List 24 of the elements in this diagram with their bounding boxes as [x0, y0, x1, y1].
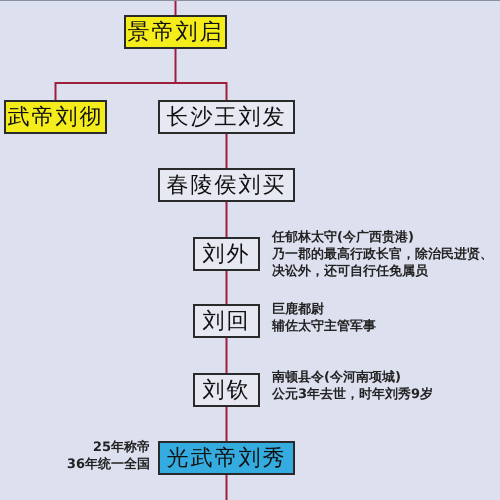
name-box: 武帝刘彻 [4, 100, 107, 134]
connector-line [226, 271, 228, 304]
connector-line [226, 338, 228, 373]
note-text: 36年统一全国 [66, 456, 150, 473]
connector-line [226, 475, 228, 500]
name-box: 春陵侯刘买 [158, 168, 295, 202]
note-text: 公元3年去世，时年刘秀9岁 [272, 386, 434, 403]
note-text: 辅佐太守主管军事 [272, 318, 377, 335]
note-text: 任郁林太守(今广西贵港) [272, 229, 415, 246]
connector-line [226, 134, 228, 168]
name-box: 刘钦 [193, 373, 260, 407]
connector-line [226, 407, 228, 441]
connector-line [174, 49, 228, 100]
note-text: 巨鹿都尉 [272, 301, 325, 318]
name-box: 景帝刘启 [124, 15, 227, 49]
connector-line [174, 1, 176, 15]
name-box: 刘回 [193, 304, 260, 338]
connector-line [226, 202, 228, 237]
note-text: 南顿县令(今河南项城) [272, 369, 402, 386]
note-text: 25年称帝 [92, 439, 150, 456]
name-box: 长沙王刘发 [158, 100, 295, 134]
name-box: 刘外 [193, 237, 260, 271]
note-text: 乃一郡的最高行政长官，除治民进贤、决讼外，还可自行任免属员 [272, 246, 494, 280]
name-box: 光武帝刘秀 [158, 441, 295, 475]
